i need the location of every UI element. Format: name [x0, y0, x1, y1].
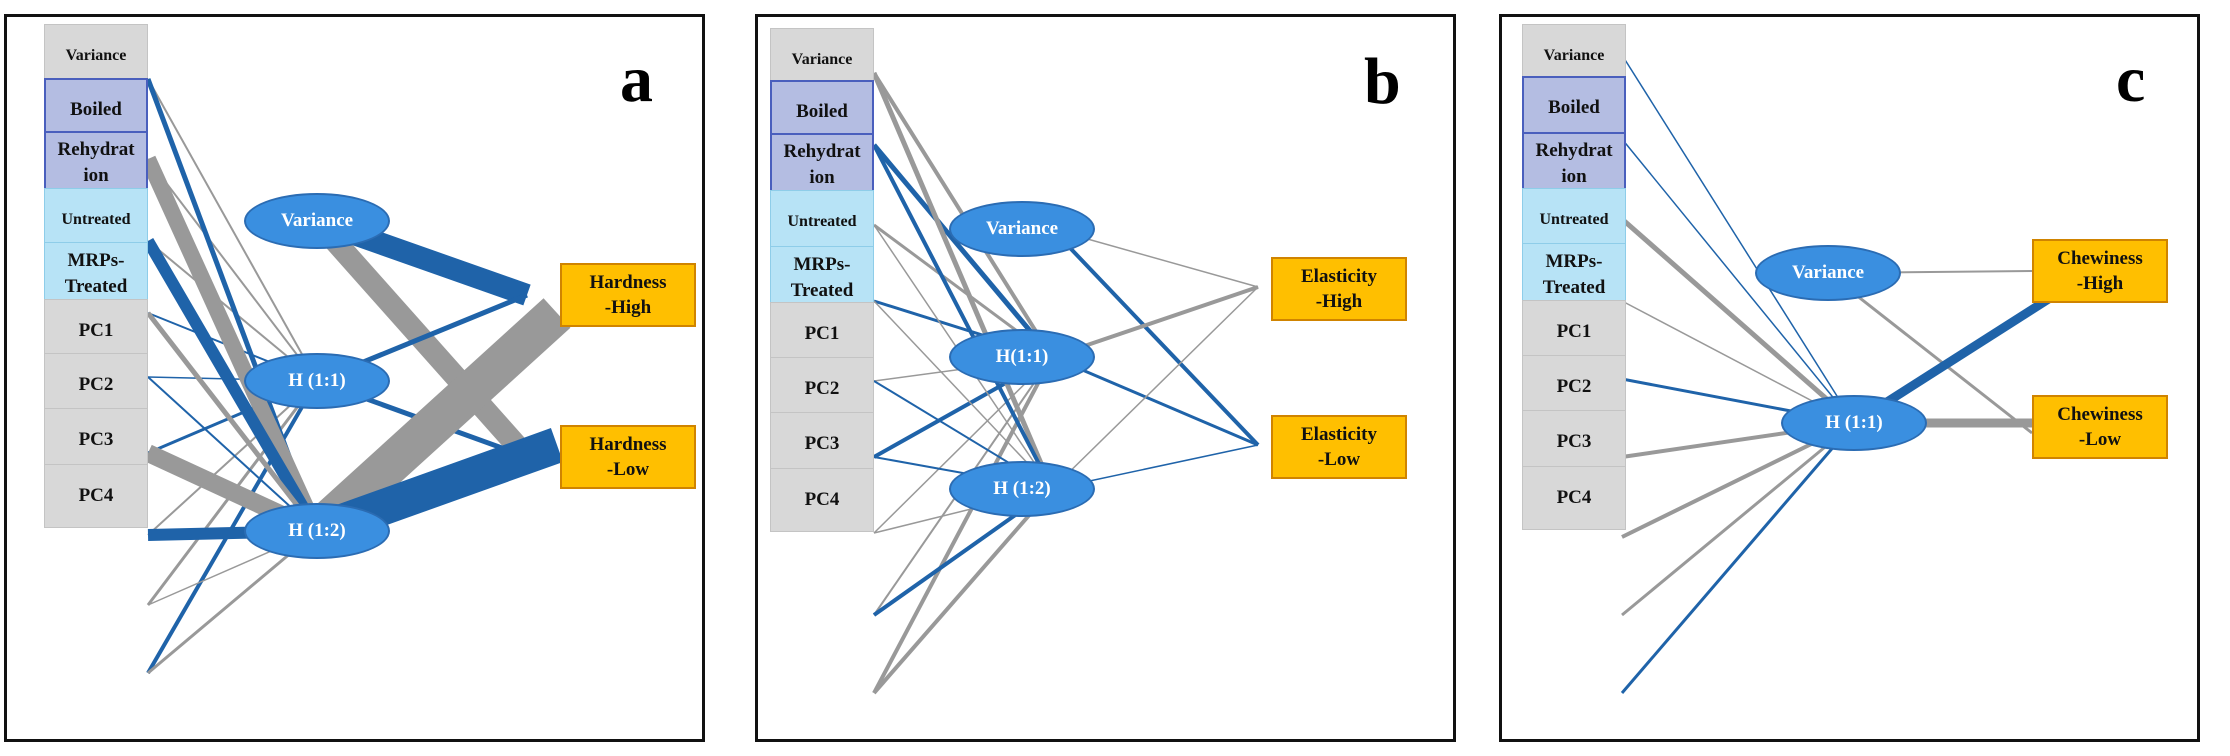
panel-a: Variance Boiled Rehydrat ion Untreated M… [4, 14, 705, 742]
edge [872, 487, 1054, 695]
panel-label: a [620, 43, 653, 116]
input-node: Rehydrat ion [1522, 132, 1626, 196]
hidden-node: H (1:2) [949, 461, 1095, 517]
input-node: MRPs- Treated [44, 242, 148, 306]
input-node: PC2 [44, 353, 148, 417]
output-node: Elasticity -High [1271, 257, 1407, 321]
input-node: Untreated [1522, 188, 1626, 252]
edge [872, 356, 1054, 694]
output-node: Chewiness -Low [2032, 395, 2168, 459]
edge [871, 72, 1055, 490]
panel-b: Variance Boiled Rehydrat ion Untreated M… [755, 14, 1456, 742]
input-node: PC4 [44, 464, 148, 528]
input-node: PC2 [770, 357, 874, 421]
edge [1621, 54, 1855, 424]
panel-c: Variance Boiled Rehydrat ion Untreated M… [1499, 14, 2200, 742]
edge [1621, 138, 1855, 424]
input-node: PC1 [44, 299, 148, 363]
output-node: Elasticity -Low [1271, 415, 1407, 479]
input-node: PC3 [770, 412, 874, 476]
panel-label: b [1364, 45, 1401, 118]
edge [872, 143, 1054, 359]
hidden-node: Variance [949, 201, 1095, 257]
input-node: MRPs- Treated [770, 246, 874, 310]
edge [140, 155, 325, 535]
input-node: MRPs- Treated [1522, 243, 1626, 307]
edge [147, 158, 318, 382]
panel-label: c [2116, 43, 2146, 116]
edge [303, 298, 571, 546]
edge [873, 356, 1053, 534]
output-node: Hardness -High [560, 263, 696, 327]
input-node: PC3 [44, 408, 148, 472]
connections-b [871, 71, 1260, 695]
input-node: Rehydrat ion [44, 131, 148, 195]
edge [142, 237, 323, 535]
edge [1621, 421, 1855, 617]
input-node: Untreated [770, 190, 874, 254]
edge [1051, 286, 1259, 490]
input-node: PC2 [1522, 355, 1626, 419]
edge [872, 144, 1054, 490]
hidden-node: H (1:2) [244, 503, 390, 559]
edge [873, 300, 1053, 490]
input-node: PC4 [770, 468, 874, 532]
output-node: Chewiness -High [2032, 239, 2168, 303]
edge [1620, 422, 1856, 694]
input-node: Rehydrat ion [770, 133, 874, 197]
edge [147, 78, 318, 382]
input-node: Untreated [44, 188, 148, 252]
edge [1051, 355, 1259, 447]
edge [1620, 217, 1856, 425]
input-node: PC1 [1522, 300, 1626, 364]
input-node: PC1 [770, 302, 874, 366]
hidden-node: Variance [244, 193, 390, 249]
hidden-node: Variance [1755, 245, 1901, 301]
output-node: Hardness -Low [560, 425, 696, 489]
hidden-node: H(1:1) [949, 329, 1095, 385]
hidden-node: H (1:1) [1781, 395, 1927, 451]
hidden-node: H (1:1) [244, 353, 390, 409]
input-node: Variance [44, 24, 148, 88]
edge [146, 311, 319, 533]
input-node: Boiled [1522, 76, 1626, 140]
input-node: PC4 [1522, 466, 1626, 530]
edge [1050, 227, 1260, 447]
edge [1827, 271, 2033, 435]
input-node: PC3 [1522, 410, 1626, 474]
